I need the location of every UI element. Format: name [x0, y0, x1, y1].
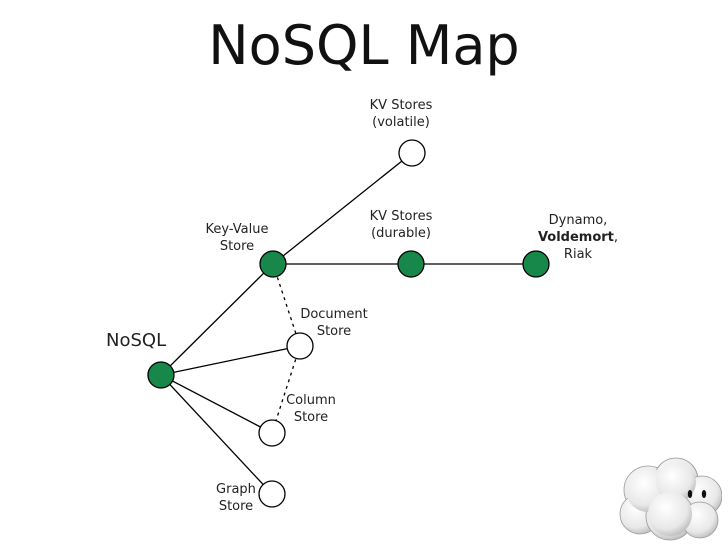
label-key-value-store: Key-Value Store — [200, 221, 274, 255]
label-line: Document — [300, 307, 368, 322]
label-line: Store — [293, 410, 329, 425]
node-column-store — [258, 419, 286, 447]
label-line: Store — [316, 324, 352, 339]
node-key-value-store — [259, 250, 287, 278]
label-line: Store — [219, 239, 255, 254]
edge-keyvalue-volatile — [272, 152, 413, 265]
node-nosql — [147, 361, 175, 389]
edge-nosql-column — [160, 374, 273, 434]
label-line: (durable) — [371, 226, 431, 241]
edge-dashed-keyvalue-document — [272, 263, 301, 347]
edge-nosql-document — [160, 345, 301, 376]
label-voldemort-bold: Voldemort — [537, 230, 614, 245]
page-title: NoSQL Map — [208, 14, 520, 77]
label-kv-stores-durable: KV Stores (durable) — [362, 208, 440, 242]
label-dynamo-voldemort-riak: Dynamo, Voldemort, Riak — [530, 212, 626, 263]
label-kv-stores-volatile: KV Stores (volatile) — [362, 97, 440, 131]
label-document-store: Document Store — [296, 306, 372, 340]
label-graph-store: Graph Store — [212, 481, 260, 515]
node-kv-stores-volatile — [398, 139, 426, 167]
node-graph-store — [258, 480, 286, 508]
label-line: Graph — [216, 482, 256, 497]
node-dynamo-voldemort-riak — [522, 250, 550, 278]
label-comma: , — [613, 230, 619, 245]
label-line: Key-Value — [205, 222, 269, 237]
label-line: Riak — [563, 247, 593, 262]
label-column-store: Column Store — [282, 392, 340, 426]
edge-nosql-keyvalue — [160, 263, 274, 376]
node-document-store — [286, 332, 314, 360]
node-kv-stores-durable — [397, 250, 425, 278]
label-line: Column — [286, 393, 336, 408]
edge-dashed-document-column — [271, 345, 301, 434]
label-line: Voldemort, — [530, 229, 626, 246]
label-nosql: NoSQL — [106, 330, 167, 351]
cloud-face-icon — [619, 457, 722, 541]
label-line: Dynamo, — [548, 213, 608, 228]
label-line: Store — [218, 499, 254, 514]
edge-nosql-graph — [160, 374, 273, 495]
label-line: (volatile) — [372, 115, 430, 130]
label-line: KV Stores — [369, 209, 433, 224]
label-line: KV Stores — [369, 98, 433, 113]
